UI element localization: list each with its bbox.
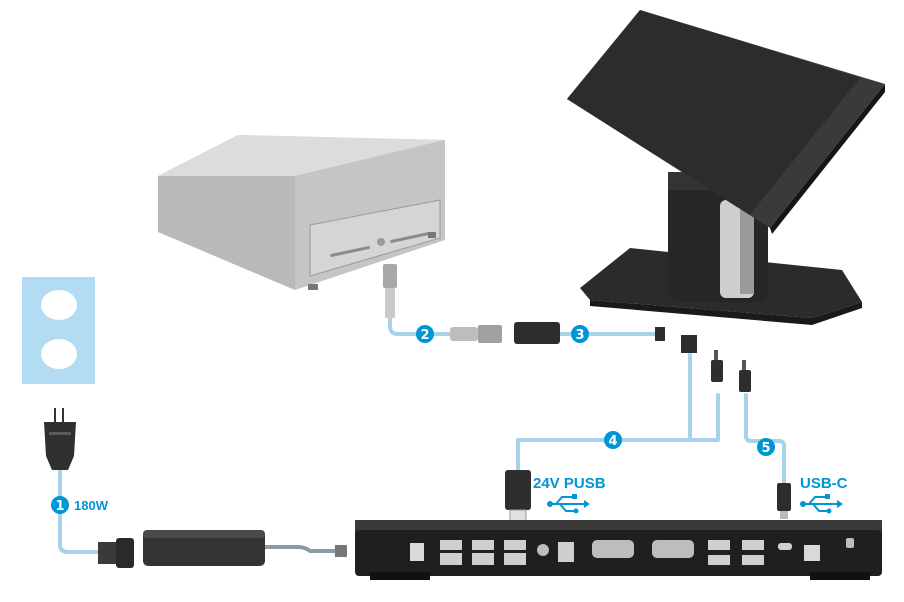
callout-5: 5 USB-C [757,438,848,492]
callout-1: 1 180W [51,496,109,514]
callout-label: USB-C [800,475,848,492]
pusb-plug [505,470,531,525]
usbc-plug [777,483,791,519]
wall-outlet [22,277,95,384]
callout-label: 24V PUSB [533,475,606,492]
power-plug [44,408,76,470]
callout-label: 180W [74,498,109,513]
callout-number: 2 [420,328,429,343]
callout-number: 5 [761,441,770,456]
drawer-cable-2 [388,316,452,336]
power-adapter [98,530,347,568]
callout-number: 3 [575,328,584,343]
power-cable-1 [58,468,102,554]
usb-icon [800,494,843,514]
drawer-connector [450,322,665,344]
cables [58,316,786,554]
cash-drawer [158,135,445,290]
pos-display [567,10,885,325]
drawer-plug [383,264,397,318]
io-hub [355,520,882,580]
callout-2: 2 [416,325,434,343]
pusb-cable-4 [516,353,692,472]
callout-number: 4 [608,434,617,449]
usb-icon [547,494,590,514]
callout-3: 3 [571,325,589,343]
callout-4: 4 24V PUSB [533,431,622,492]
callout-number: 1 [55,499,64,514]
stand-connectors [681,335,751,392]
